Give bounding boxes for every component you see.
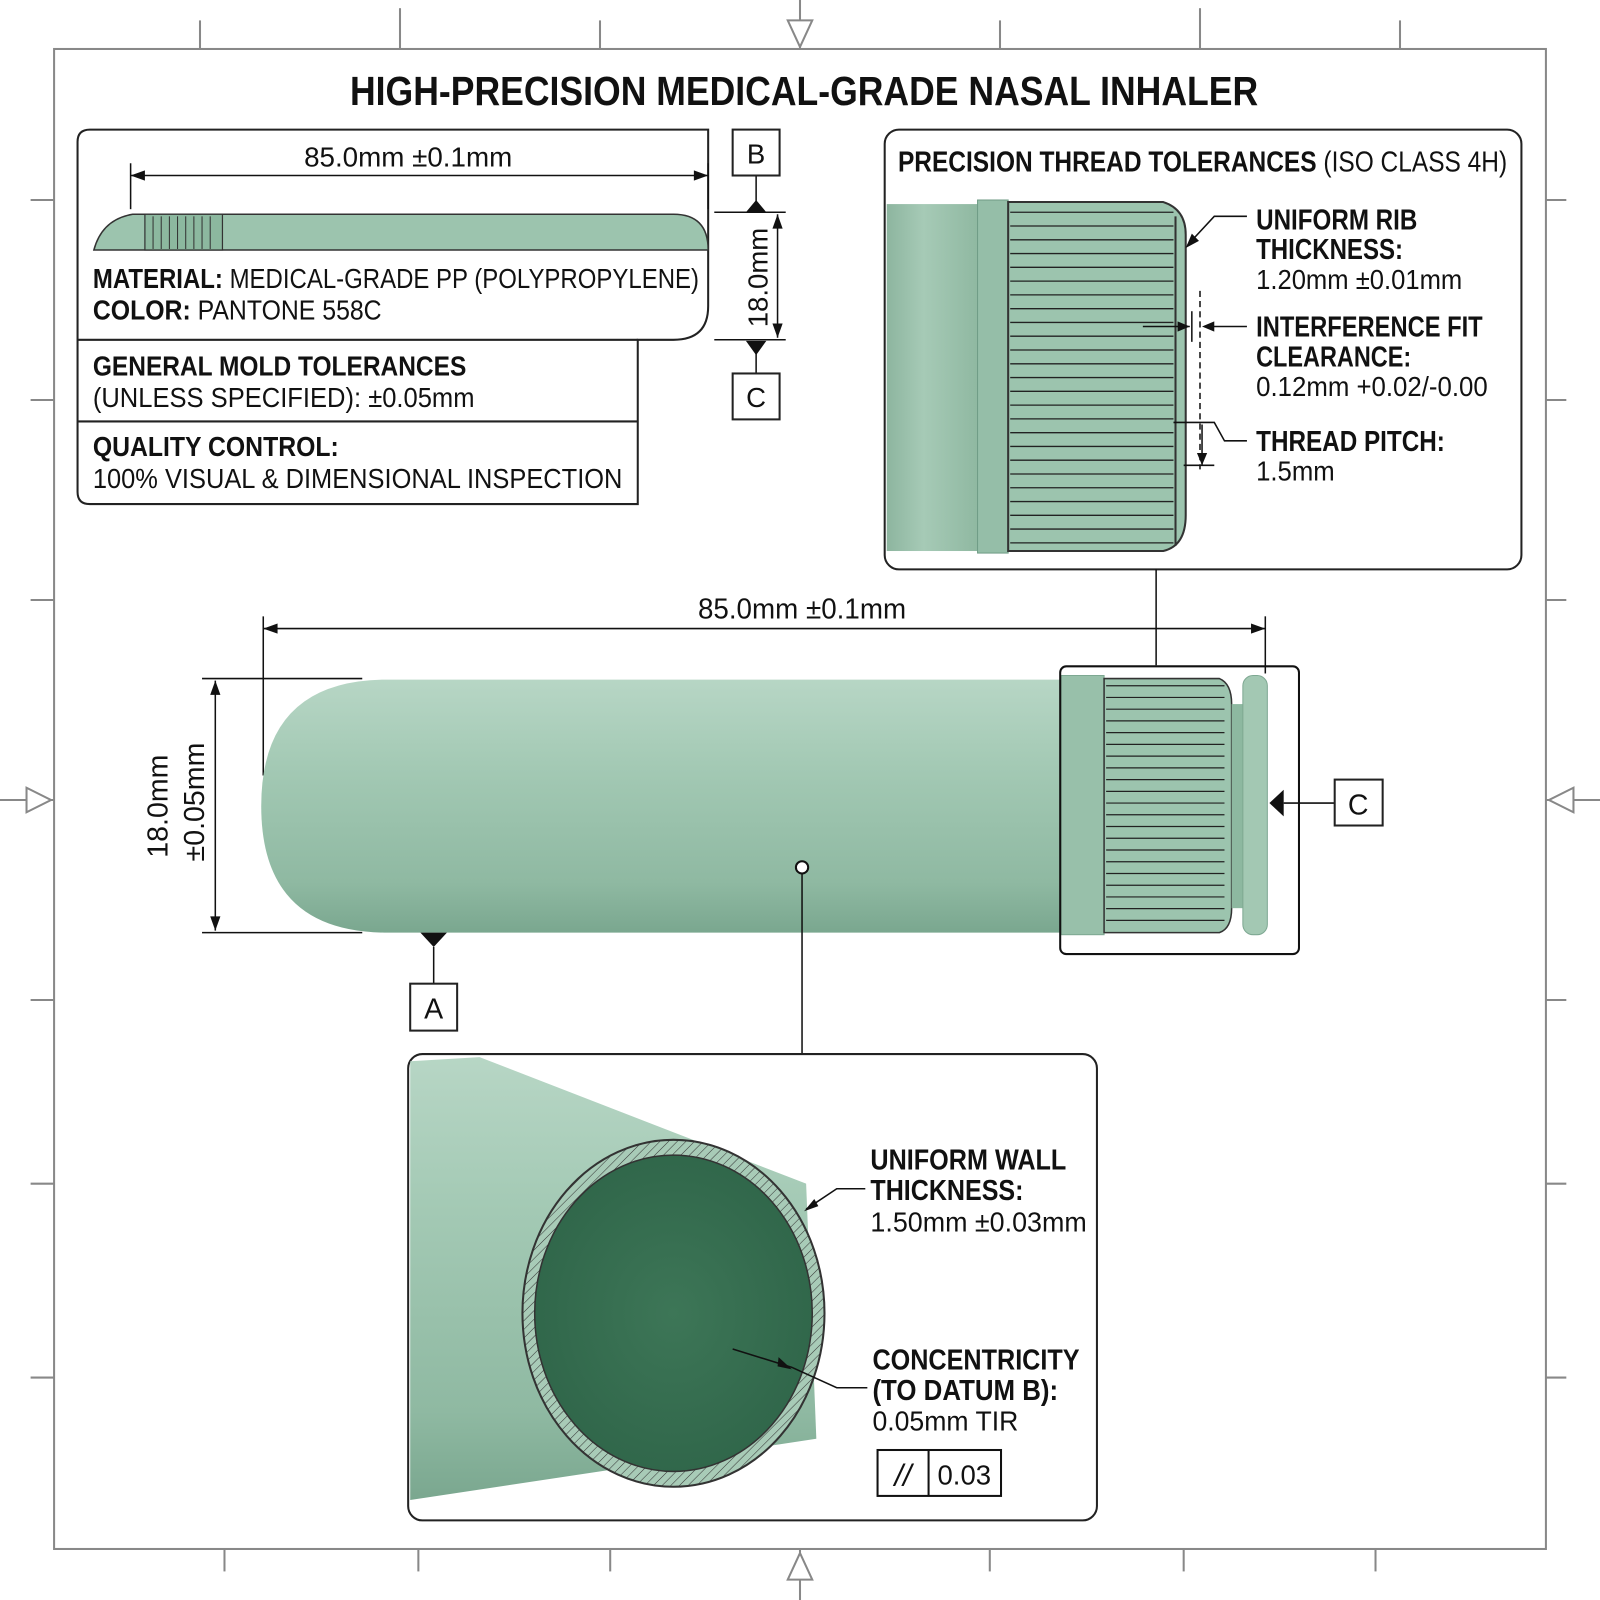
concentricity-label-2: (TO DATUM B):	[872, 1375, 1058, 1407]
datum-b-label: B	[747, 138, 765, 169]
rib-label-2: THICKNESS:	[1256, 234, 1403, 266]
fit-value: 0.12mm +0.02/-0.00	[1256, 371, 1488, 402]
diameter-dimension-text: 18.0mm	[142, 755, 174, 858]
material-label: MATERIAL:	[93, 263, 223, 294]
fit-label: INTERFERENCE FIT	[1256, 312, 1483, 344]
section-detail-panel: UNIFORM WALL THICKNESS: 1.50mm ±0.03mm C…	[407, 1053, 1098, 1522]
thread-title-class: (ISO CLASS 4H)	[1323, 146, 1507, 178]
mold-tolerance-title: GENERAL MOLD TOLERANCES	[93, 351, 466, 382]
tube-bore	[533, 1154, 814, 1473]
main-view: 85.0mm ±0.1mm 18.0mm ±0.05mm C A	[142, 593, 1384, 1055]
diameter-tolerance-text: ±0.05mm	[179, 743, 211, 862]
datum-c-box	[731, 372, 781, 421]
quality-control-value: 100% VISUAL & DIMENSIONAL INSPECTION	[93, 463, 623, 494]
wall-label-2: THICKNESS:	[870, 1175, 1023, 1207]
thread-title-bold: PRECISION THREAD TOLERANCES	[898, 146, 1317, 178]
concentricity-label: CONCENTRICITY	[872, 1344, 1079, 1376]
thread-detail-callout-box	[1059, 665, 1300, 956]
inhaler-body	[261, 679, 1067, 933]
quality-control-title: QUALITY CONTROL:	[93, 431, 339, 462]
length-dimension-text: 85.0mm ±0.1mm	[304, 141, 512, 172]
thread-detail-title: PRECISION THREAD TOLERANCES (ISO CLASS 4…	[898, 146, 1507, 178]
color-label: COLOR:	[93, 294, 191, 325]
color-line: COLOR: PANTONE 558C	[93, 294, 382, 325]
tolerance-value: 0.03	[937, 1460, 991, 1491]
datum-a-box	[409, 982, 459, 1032]
rib-label: UNIFORM RIB	[1256, 205, 1417, 237]
pitch-label: THREAD PITCH:	[1256, 426, 1445, 458]
main-length-dimension-text: 85.0mm ±0.1mm	[698, 593, 906, 625]
datum-c-label: C	[746, 382, 766, 413]
thread-ribs	[1007, 201, 1187, 553]
material-value: MEDICAL-GRADE PP (POLYPROPYLENE)	[230, 263, 699, 294]
concentricity-value: 0.05mm TIR	[872, 1406, 1018, 1437]
color-value: PANTONE 558C	[198, 294, 382, 325]
datum-c-main-label: C	[1348, 789, 1369, 821]
fit-label-2: CLEARANCE:	[1256, 341, 1411, 373]
datum-b-box	[731, 128, 781, 177]
material-line: MATERIAL: MEDICAL-GRADE PP (POLYPROPYLEN…	[93, 263, 699, 294]
thread-detail-panel: PRECISION THREAD TOLERANCES (ISO CLASS 4…	[883, 128, 1523, 666]
datum-c-main-box	[1333, 778, 1384, 827]
height-dimension-text: 18.0mm	[742, 228, 773, 328]
mold-tolerance-value: (UNLESS SPECIFIED): ±0.05mm	[93, 382, 475, 413]
datum-a-label: A	[424, 993, 443, 1025]
spec-panel: 85.0mm ±0.1mm 18.0mm B C MATERIAL: MEDIC…	[76, 128, 786, 506]
main-thread-cap	[1103, 677, 1233, 934]
drawing-title: HIGH-PRECISION MEDICAL-GRADE NASAL INHAL…	[350, 68, 1258, 114]
wall-label: UNIFORM WALL	[870, 1144, 1066, 1176]
profile-silhouette	[92, 213, 709, 251]
pitch-value: 1.5mm	[1256, 456, 1335, 487]
wall-value: 1.50mm ±0.03mm	[870, 1207, 1086, 1238]
rib-value: 1.20mm ±0.01mm	[1256, 264, 1462, 295]
parallelism-symbol-icon: //	[893, 1459, 916, 1493]
section-marker	[794, 860, 810, 875]
feature-control-frame: // 0.03	[876, 1448, 1003, 1497]
